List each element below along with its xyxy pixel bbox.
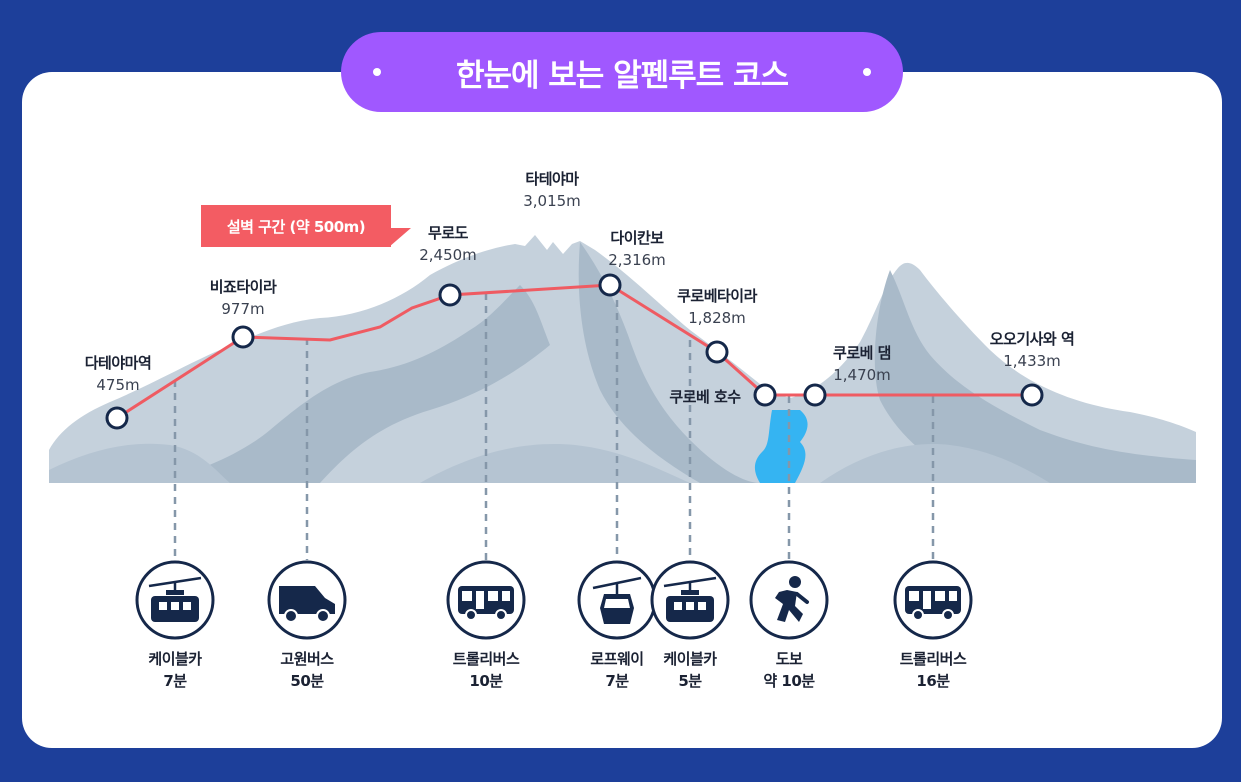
mountain-shade-2 [578, 242, 760, 483]
van-bus-icon [267, 560, 347, 640]
station-name: 쿠로베 호수 [669, 388, 741, 406]
station-elevation: 2,450m [419, 246, 477, 264]
node-kurobe-dam [803, 383, 827, 407]
transport-label: 고원버스 50분 [280, 648, 334, 692]
mountain-shade-4 [49, 443, 230, 483]
station-label: 쿠로베타이라 1,828m [677, 285, 757, 327]
station-label: 무로도 2,450m [419, 222, 477, 264]
title-dot-right [863, 68, 871, 76]
node-daikanbo [598, 273, 622, 297]
station-name: 무로도 [428, 224, 468, 242]
transport-duration: 7분 [605, 672, 629, 690]
callout-tip [389, 228, 411, 247]
transport-duration: 약 10분 [763, 672, 815, 690]
mountain-shade-5 [420, 444, 690, 483]
peak-name: 타테야마 [525, 170, 579, 188]
node-tateyama-station [105, 406, 129, 430]
cable-car-icon [135, 560, 215, 640]
peak-elevation: 3,015m [523, 192, 581, 210]
page-title: 한눈에 보는 알펜루트 코스 [455, 57, 789, 94]
transport-label: 도보 약 10분 [763, 648, 815, 692]
transport-label: 케이블카 5분 [663, 648, 717, 692]
transport-duration: 16분 [916, 672, 950, 690]
ropeway-gondola-icon [577, 560, 657, 640]
station-label: 비죠타이라 977m [210, 276, 277, 318]
station-elevation: 1,828m [688, 309, 746, 327]
station-label: 다테야마역 475m [85, 352, 152, 394]
mountain-silhouette [49, 235, 1196, 483]
transport-icons [135, 560, 973, 640]
transport-mode: 케이블카 [148, 650, 202, 668]
transport-duration: 5분 [678, 672, 702, 690]
peak-label: 타테야마 3,015m [523, 168, 581, 210]
node-murodo [438, 283, 462, 307]
station-elevation: 2,316m [608, 251, 666, 269]
trolley-bus-icon [893, 560, 973, 640]
kurobe-lake [754, 410, 808, 483]
transport-duration: 50분 [290, 672, 324, 690]
dashed-connectors [173, 293, 935, 560]
transport-label: 로프웨이 7분 [590, 648, 644, 692]
station-elevation: 977m [221, 300, 265, 318]
station-label: 쿠로베 호수 [669, 386, 741, 407]
node-ogizawa [1020, 383, 1044, 407]
transport-mode: 고원버스 [280, 650, 334, 668]
transport-mode: 도보 [775, 650, 803, 668]
trolley-bus-icon [446, 560, 526, 640]
transport-mode: 로프웨이 [590, 650, 644, 668]
station-elevation: 1,433m [1003, 352, 1061, 370]
title-banner: 한눈에 보는 알펜루트 코스 [341, 32, 903, 112]
node-kurobe-lake [753, 383, 777, 407]
station-name: 비죠타이라 [209, 278, 277, 296]
title-dot-left [373, 68, 381, 76]
node-kurobedaira [705, 340, 729, 364]
node-bijodaira [231, 325, 255, 349]
transport-label: 케이블카 7분 [148, 648, 202, 692]
mountain-shade-3 [874, 270, 1196, 483]
mountain-shade-1 [160, 285, 550, 483]
transport-label: 트롤리버스 16분 [900, 648, 967, 692]
walking-person-icon [749, 560, 829, 640]
cable-car-icon [650, 560, 730, 640]
transport-mode: 케이블카 [663, 650, 717, 668]
station-label: 쿠로베 댐 1,470m [833, 342, 891, 384]
station-label: 오오기사와 역 1,433m [990, 328, 1075, 370]
callout-text: 설벽 구간 (약 500m) [201, 205, 391, 247]
transport-mode: 트롤리버스 [899, 650, 967, 668]
mountain-shade-6 [820, 444, 1050, 483]
station-elevation: 475m [96, 376, 140, 394]
station-elevation: 1,470m [833, 366, 891, 384]
station-name: 다이칸보 [610, 229, 664, 247]
station-name: 쿠로베 댐 [833, 344, 891, 362]
snow-wall-callout: 설벽 구간 (약 500m) [201, 205, 411, 247]
station-name: 다테야마역 [84, 354, 152, 372]
station-label: 다이칸보 2,316m [608, 227, 666, 269]
transport-duration: 7분 [163, 672, 187, 690]
transport-duration: 10분 [469, 672, 503, 690]
transport-label: 트롤리버스 10분 [453, 648, 520, 692]
station-nodes [105, 273, 1044, 430]
transport-mode: 트롤리버스 [452, 650, 520, 668]
station-name: 오오기사와 역 [989, 330, 1075, 348]
station-name: 쿠로베타이라 [677, 287, 757, 305]
